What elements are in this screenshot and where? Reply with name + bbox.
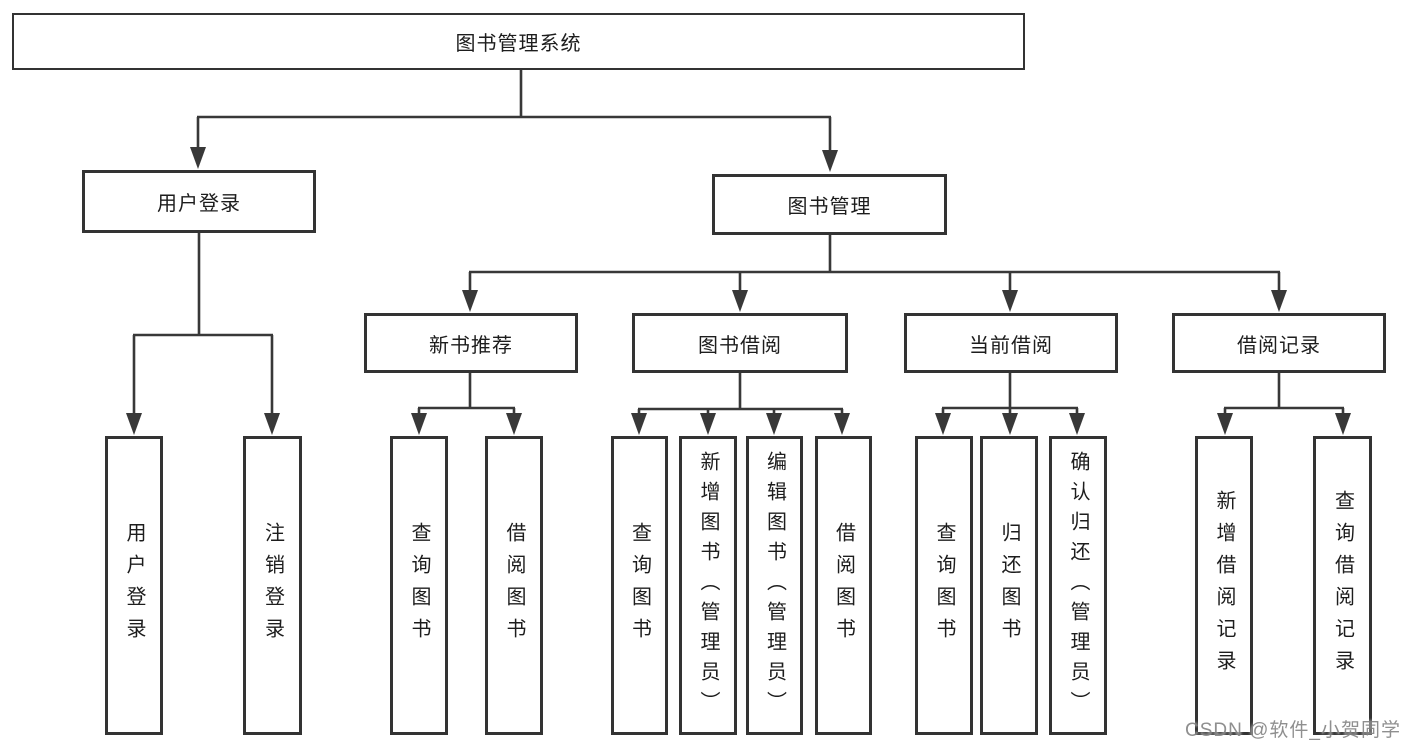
connector	[469, 235, 1280, 274]
node-new-book-recommend-label: 新书推荐	[429, 334, 513, 357]
node-new-book-recommend: 新书推荐	[364, 313, 578, 373]
node-current-borrowing-label: 当前借阅	[969, 334, 1053, 357]
connector	[1224, 373, 1344, 410]
leaf-confirm-return-admin: 确认归还（管理员）	[1049, 436, 1107, 735]
leaf-query-books-current-label: 查询图书	[933, 521, 955, 650]
connector	[133, 233, 273, 337]
leaf-query-books-current: 查询图书	[915, 436, 973, 735]
watermark-text: CSDN @软件_小贺同学	[1185, 720, 1401, 741]
leaf-borrow-books-recommend: 借阅图书	[485, 436, 543, 735]
node-book-management: 图书管理	[712, 174, 947, 235]
leaf-edit-books-admin-label: 编辑图书（管理员）	[763, 450, 786, 721]
leaf-query-borrow-record-label: 查询借阅记录	[1331, 489, 1354, 682]
node-user-login: 用户登录	[82, 170, 316, 233]
leaf-logout: 注销登录	[243, 436, 302, 735]
leaf-add-books-admin-label: 新增图书（管理员）	[697, 450, 719, 721]
leaf-user-login-label: 用户登录	[123, 521, 145, 650]
leaf-query-books-recommend: 查询图书	[390, 436, 448, 735]
leaf-query-borrow-record: 查询借阅记录	[1313, 436, 1372, 735]
leaf-borrow-books-recommend-label: 借阅图书	[503, 521, 525, 650]
leaf-confirm-return-admin-label: 确认归还（管理员）	[1067, 450, 1089, 721]
leaf-query-books-borrowing: 查询图书	[611, 436, 668, 735]
connector	[942, 373, 1078, 410]
leaf-borrow-books-borrowing: 借阅图书	[815, 436, 872, 735]
leaf-add-borrow-record: 新增借阅记录	[1195, 436, 1253, 735]
node-book-borrowing-label: 图书借阅	[698, 334, 782, 357]
leaf-add-borrow-record-label: 新增借阅记录	[1213, 489, 1235, 682]
leaf-user-login: 用户登录	[105, 436, 163, 735]
leaf-edit-books-admin: 编辑图书（管理员）	[746, 436, 803, 735]
leaf-query-books-recommend-label: 查询图书	[408, 521, 430, 650]
leaf-add-books-admin: 新增图书（管理员）	[679, 436, 737, 735]
node-user-login-label: 用户登录	[157, 193, 241, 215]
node-borrow-records-label: 借阅记录	[1237, 334, 1321, 357]
leaf-return-books-label: 归还图书	[998, 521, 1020, 650]
node-current-borrowing: 当前借阅	[904, 313, 1118, 373]
node-borrow-records: 借阅记录	[1172, 313, 1386, 373]
node-root-label: 图书管理系统	[455, 33, 582, 55]
leaf-borrow-books-borrowing-label: 借阅图书	[832, 521, 855, 650]
connector	[418, 373, 515, 410]
leaf-logout-label: 注销登录	[261, 521, 284, 650]
node-root: 图书管理系统	[12, 13, 1025, 70]
node-book-management-label: 图书管理	[787, 196, 872, 218]
connector	[638, 373, 843, 411]
connector	[197, 69, 831, 119]
node-book-borrowing: 图书借阅	[632, 313, 848, 373]
leaf-return-books: 归还图书	[980, 436, 1038, 735]
leaf-query-books-borrowing-label: 查询图书	[628, 521, 651, 650]
